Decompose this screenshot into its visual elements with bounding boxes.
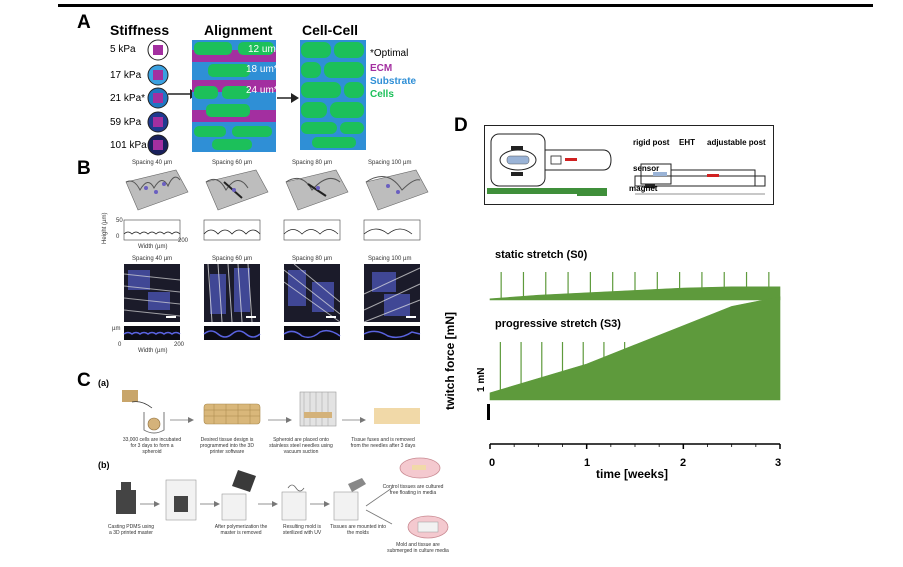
height-axis-label: Height (µm) <box>102 212 108 244</box>
panel-a-letter: A <box>77 12 91 33</box>
width-axis-label-top: Width (µm) <box>138 244 168 250</box>
panel-c-a-illustrations <box>122 390 420 434</box>
width-tick-200: 200 <box>178 238 189 244</box>
spacing-label-100-top: Spacing 100 µm <box>368 160 412 166</box>
bottom-tick-200: 200 <box>174 342 185 348</box>
scale-bar-label: 1 mN <box>476 367 487 392</box>
surface-3d-100 <box>365 169 429 211</box>
spacing-label-60-top: Spacing 60 µm <box>212 160 253 166</box>
height-tick-0: 0 <box>116 234 120 240</box>
legend-optimal: *Optimal <box>370 48 409 59</box>
top-rule <box>58 4 873 7</box>
outcome-mold: Mold and tissue are submerged in culture… <box>387 542 449 554</box>
bottom-tick-0: 0 <box>118 342 122 348</box>
stiffness-label-17: 17 kPa <box>110 70 142 81</box>
spacing-label-100-bottom: Spacing 100 µm <box>368 256 412 262</box>
spacing-label-40-top: Spacing 40 µm <box>132 160 173 166</box>
panel-b-grid: Spacing 40 µm Spacing 60 µm Spacing 80 µ… <box>102 160 429 360</box>
twitch-force-chart <box>489 272 781 449</box>
tissue-mounted-icon <box>333 478 366 521</box>
microscopy-images <box>123 263 421 323</box>
legend-ecm: ECM <box>370 63 393 74</box>
panel-d-letter: D <box>454 115 468 136</box>
uv-sterilize-icon <box>281 484 307 521</box>
width-axis-label-bottom: Width (µm) <box>138 348 168 354</box>
cells-to-spheroid-icon <box>122 390 165 434</box>
series-area-1 <box>489 296 781 401</box>
step-b-2: After polymerization the master is remov… <box>214 524 268 536</box>
step-b-4: Tissues are mounted into the molds <box>330 524 386 536</box>
spacing-label-60-bottom: Spacing 60 µm <box>212 256 253 262</box>
series-label-s3: progressive stretch (S3) <box>495 318 621 330</box>
x-tick-0: 0 <box>489 457 496 469</box>
cross-section-profiles <box>123 326 421 340</box>
panel-c-sub-b: (b) <box>98 460 110 470</box>
outcome-control: Control tissues are cultured free floati… <box>382 484 444 496</box>
stiffness-label-101: 101 kPa <box>110 140 147 151</box>
alignment-header: Alignment <box>204 22 273 38</box>
step-b-1: Casting PDMS using a 3D printed master <box>107 524 155 536</box>
device-schematic-frame: rigid post EHT adjustable post sensor ma… <box>484 125 774 205</box>
x-tick-1: 1 <box>584 457 591 469</box>
label-magnet: magnet <box>629 184 658 193</box>
needle-array-icon <box>299 391 337 427</box>
mold-box-icon-1 <box>165 479 197 521</box>
panel-c-b-illustrations <box>116 470 393 525</box>
spacing-label-40-bottom: Spacing 40 µm <box>132 256 173 262</box>
petri-dish-control-icon <box>399 457 441 479</box>
legend-substrate: Substrate <box>370 76 417 87</box>
series-label-s0: static stretch (S0) <box>495 249 588 261</box>
y-axis-label: twitch force [mN] <box>443 311 457 410</box>
spacing-label-24: 24 um* <box>246 85 278 96</box>
label-adjustable-post: adjustable post <box>707 138 766 147</box>
panel-b-letter: B <box>77 158 91 179</box>
height-tick-50: 50 <box>116 218 123 224</box>
legend-cells: Cells <box>370 89 394 100</box>
stiffness-header: Stiffness <box>110 22 170 38</box>
surface-3d-80 <box>285 169 349 211</box>
spacing-label-80-top: Spacing 80 µm <box>292 160 333 166</box>
panel-c-letter: C <box>77 370 91 391</box>
spacing-label-80-bottom: Spacing 80 µm <box>292 256 333 262</box>
label-rigid-post: rigid post <box>633 138 670 147</box>
step-a-3: Spheroid are placed onto stainless steel… <box>269 437 333 455</box>
stiffness-label-5: 5 kPa <box>110 44 136 55</box>
x-axis-label: time [weeks] <box>596 467 669 481</box>
height-profiles <box>123 219 421 241</box>
stiffness-label-59: 59 kPa <box>110 117 142 128</box>
cellcell-header: Cell-Cell <box>302 22 359 38</box>
surface-3d-60 <box>205 169 269 211</box>
spacing-label-18: 18 um* <box>246 64 278 75</box>
tissue-design-icon <box>203 403 261 425</box>
um-axis-label: µm <box>112 326 121 332</box>
surface-3d-40 <box>125 169 189 211</box>
fused-tissue-icon <box>374 408 420 424</box>
step-a-4: Tissue fuses and is removed from the nee… <box>350 437 416 449</box>
alignment-pattern <box>192 40 276 152</box>
scale-bar <box>487 404 490 420</box>
petri-dish-mold-icon <box>407 515 449 539</box>
pdms-cast-icon <box>116 482 136 514</box>
mold-removed-icon <box>221 470 256 521</box>
label-sensor: sensor <box>633 164 660 173</box>
panel-c-sub-a: (a) <box>98 378 109 388</box>
spacing-label-12: 12 um <box>248 44 276 55</box>
label-eht: EHT <box>679 138 695 147</box>
step-a-1: 33,000 cells are incubated for 3 days to… <box>122 437 182 455</box>
stiffness-label-21: 21 kPa* <box>110 93 146 104</box>
x-tick-3: 3 <box>775 457 782 469</box>
cellcell-pattern <box>300 40 366 150</box>
step-a-2: Desired tissue design is programmed into… <box>200 437 254 455</box>
arrow-alignment-to-cellcell <box>277 93 299 103</box>
step-b-3: Resulting mold is sterilized with UV <box>282 524 322 536</box>
x-tick-2: 2 <box>680 457 687 469</box>
stiffness-circles <box>147 39 169 156</box>
device-schematic <box>487 133 766 196</box>
